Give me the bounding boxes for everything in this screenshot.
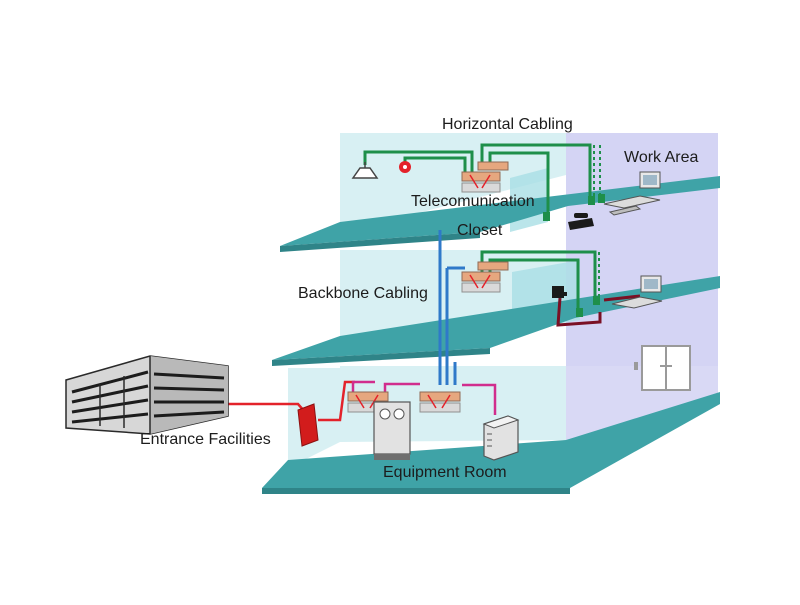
door-icon bbox=[634, 345, 691, 391]
middle-floor-patch-panels bbox=[461, 261, 509, 293]
middle-floor bbox=[272, 250, 720, 366]
entrance-box-icon bbox=[297, 403, 319, 447]
pbx-cabinet-icon bbox=[373, 401, 411, 460]
middle-floor-slab bbox=[272, 276, 720, 360]
server-tower-icon bbox=[482, 415, 520, 461]
horizontal-cabling-label: Horizontal Cabling bbox=[442, 116, 573, 133]
backbone-cabling-label: Backbone Cabling bbox=[298, 285, 428, 302]
top-floor bbox=[280, 133, 720, 252]
bottom-floor-slab bbox=[262, 392, 720, 488]
middle-floor-work-area-cables bbox=[556, 294, 641, 327]
telephone-icon bbox=[568, 213, 594, 230]
middle-floor-slab-edge bbox=[272, 348, 490, 366]
equipment-room-patch-panels bbox=[347, 391, 461, 413]
entrance-facilities-label: Entrance Facilities bbox=[140, 431, 271, 448]
equipment-room-label: Equipment Room bbox=[383, 464, 507, 481]
ceiling-speaker-icon bbox=[351, 162, 379, 179]
top-floor-computer-icon bbox=[603, 171, 661, 216]
bottom-floor-slab-edge bbox=[262, 488, 570, 494]
equipment-room-patch-cables bbox=[351, 380, 497, 415]
top-floor-dotted-cables bbox=[593, 145, 601, 200]
middle-floor-back-wall bbox=[340, 250, 566, 345]
top-floor-slab-edge bbox=[280, 232, 480, 252]
telecommunication-label: Telecomunication bbox=[411, 193, 535, 210]
top-floor-back-wall bbox=[340, 133, 566, 233]
top-floor-patch-panels bbox=[461, 161, 509, 193]
middle-floor-computer-icon bbox=[611, 275, 663, 309]
wall-outlets bbox=[543, 194, 605, 317]
work-area-label: Work Area bbox=[624, 149, 699, 166]
camera-icon bbox=[552, 286, 567, 298]
top-floor-slab bbox=[280, 176, 720, 246]
backbone-cables bbox=[438, 230, 465, 385]
external-building-icon bbox=[65, 355, 229, 435]
fire-alarm-icon bbox=[399, 161, 411, 173]
closet-label: Closet bbox=[457, 222, 503, 239]
